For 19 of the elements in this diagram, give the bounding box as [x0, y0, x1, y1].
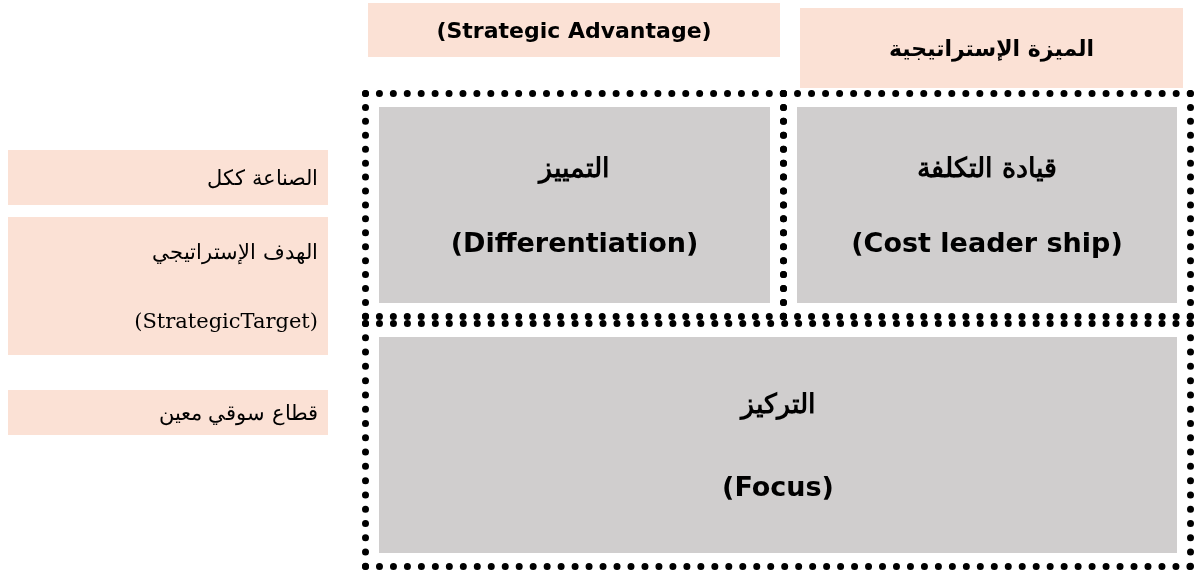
heading: قيادة التكلفة	[916, 151, 1058, 183]
header-box	[800, 8, 1183, 88]
subheading: (StrategicTarget)	[134, 308, 318, 333]
row-label-box	[8, 150, 328, 205]
strategy-quadrant	[362, 320, 1194, 570]
heading: التركيز	[740, 388, 816, 420]
header-box	[368, 3, 780, 57]
heading: قطاع سوقي معين	[158, 400, 318, 425]
row-label-box	[8, 217, 328, 355]
heading: الصناعة ككل	[207, 165, 318, 190]
heading: (Strategic Advantage)	[436, 17, 712, 43]
subheading: (Cost leader ship)	[851, 227, 1123, 259]
heading: الهدف الإستراتيجي	[152, 239, 318, 264]
heading: الميزة الإستراتيجية	[888, 35, 1094, 61]
subheading: (Focus)	[722, 470, 834, 502]
heading: التمييز	[539, 151, 610, 183]
strategy-quadrant	[780, 90, 1194, 320]
row-label-box	[8, 390, 328, 435]
subheading: (Differentiation)	[450, 227, 699, 259]
